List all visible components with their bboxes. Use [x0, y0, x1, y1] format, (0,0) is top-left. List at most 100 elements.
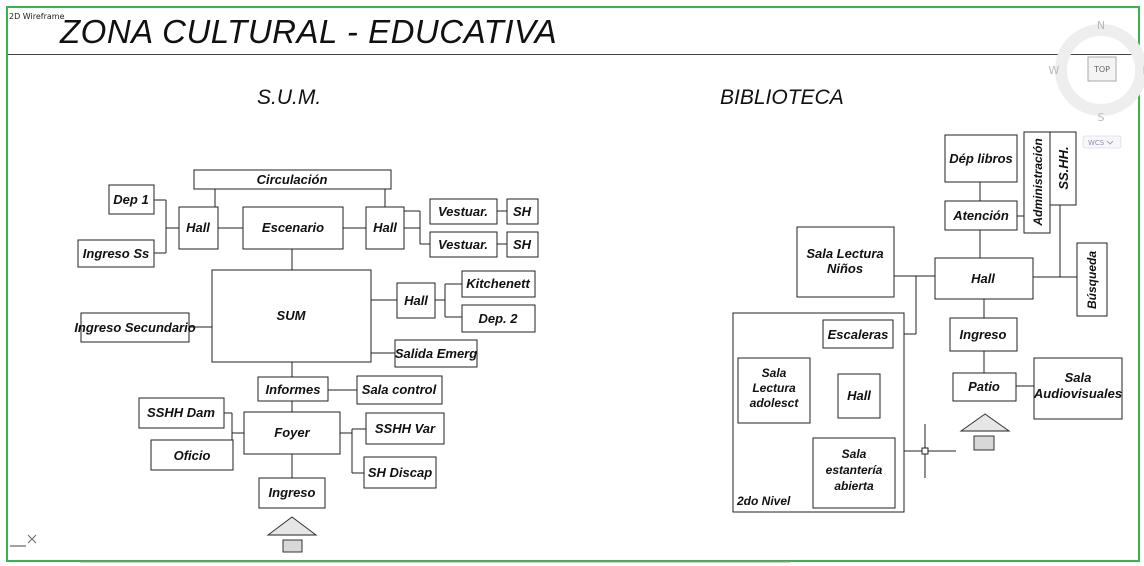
bib-node-sala-lectura-adolesct-label-3: adolesct: [750, 396, 800, 410]
sum-node-escenario-label: Escenario: [262, 220, 324, 235]
sum-node-sh-2[interactable]: SH: [506, 231, 539, 258]
bib-entrance-symbol: [959, 413, 1011, 451]
sum-node-sshh-dam-label: SSHH Dam: [147, 405, 215, 420]
bib-node-administracion[interactable]: Administración: [1023, 131, 1051, 234]
sum-node-hall-right-label: Hall: [373, 220, 397, 235]
sum-node-kitchenett[interactable]: Kitchenett: [461, 270, 536, 298]
bib-node-hall-2[interactable]: Hall: [837, 373, 881, 419]
sum-node-circulacion-label: Circulación: [257, 172, 328, 187]
bib-level-2-label: 2do Nivel: [736, 494, 791, 508]
sum-node-sh-2-label: SH: [513, 237, 532, 252]
bib-node-sala-lectura-ninos-label-1: Sala Lectura: [806, 246, 883, 261]
bib-node-sala-audiovisuales[interactable]: Sala Audiovisuales: [1033, 357, 1123, 420]
sum-node-vestuar-1-label: Vestuar.: [438, 204, 488, 219]
sum-node-hall-left-label: Hall: [186, 220, 210, 235]
bib-node-sshh[interactable]: SS.HH.: [1049, 131, 1077, 206]
bib-node-hall[interactable]: Hall: [934, 257, 1034, 300]
sum-node-sshh-var[interactable]: SSHH Var: [365, 412, 445, 445]
sum-node-hall-right[interactable]: Hall: [365, 206, 405, 250]
bib-node-sala-lectura-ninos[interactable]: Sala Lectura Niños: [796, 226, 895, 298]
wcs-menu-button[interactable]: WCS: [1082, 135, 1122, 149]
sum-node-sh-discap-label: SH Discap: [368, 465, 432, 480]
bib-node-sala-lectura-ninos-label-2: Niños: [827, 261, 863, 276]
sum-node-dep1-label: Dep 1: [113, 192, 148, 207]
bib-node-sala-audiovisuales-label-1: Sala: [1065, 370, 1092, 385]
bib-node-sala-lectura-adolesct-label-2: Lectura: [752, 381, 796, 395]
sum-node-vestuar-2-label: Vestuar.: [438, 237, 488, 252]
sum-node-ingreso[interactable]: Ingreso: [258, 477, 326, 509]
viewcube-top-label[interactable]: TOP: [1093, 65, 1110, 74]
sum-node-hall-left[interactable]: Hall: [178, 206, 219, 250]
sum-node-kitchenett-label: Kitchenett: [466, 276, 530, 291]
bib-node-ingreso[interactable]: Ingreso: [949, 317, 1018, 352]
bib-node-patio-label: Patio: [968, 379, 1000, 394]
sum-node-informes[interactable]: Informes: [257, 376, 329, 402]
bib-node-patio[interactable]: Patio: [952, 372, 1017, 402]
sum-node-salida-emerg-label: Salida Emerg: [395, 346, 477, 361]
sum-node-sum-label: SUM: [277, 308, 307, 323]
sum-node-sh-1[interactable]: SH: [506, 198, 539, 225]
ucs-icon: [10, 534, 37, 547]
sum-node-ingreso-secundario-label: Ingreso Secundario: [74, 320, 195, 335]
bib-node-busqueda[interactable]: Búsqueda: [1076, 242, 1108, 317]
bib-node-atencion[interactable]: Atención: [944, 200, 1018, 231]
sum-node-oficio[interactable]: Oficio: [150, 439, 234, 471]
sum-node-dep2-label: Dep. 2: [478, 311, 518, 326]
sum-node-sala-control[interactable]: Sala control: [356, 375, 443, 405]
bib-node-busqueda-label: Búsqueda: [1085, 251, 1099, 309]
sum-entrance-symbol: [266, 516, 318, 553]
wcs-chevron-down-icon: [1106, 140, 1114, 145]
bib-node-dep-libros-label: Dép libros: [949, 151, 1013, 166]
bib-cursor-crosshair: [921, 424, 929, 478]
sum-node-circulacion[interactable]: Circulación: [193, 169, 392, 190]
bib-node-administracion-label: Administración: [1031, 138, 1045, 226]
bib-node-sala-lectura-adolesct[interactable]: Sala Lectura adolesct: [737, 357, 811, 424]
sum-node-dep1[interactable]: Dep 1: [108, 184, 155, 215]
bib-node-hall-label: Hall: [971, 271, 995, 286]
sum-node-dep2[interactable]: Dep. 2: [461, 304, 536, 333]
sum-node-escenario[interactable]: Escenario: [242, 206, 344, 250]
viewport-border: [6, 6, 1140, 562]
bib-node-escaleras-label: Escaleras: [828, 327, 889, 342]
sum-node-sum[interactable]: SUM: [211, 269, 372, 363]
bib-node-sala-estanteria[interactable]: Sala estantería abierta: [812, 437, 896, 509]
drawing-title: ZONA CULTURAL - EDUCATIVA: [60, 13, 558, 50]
sum-node-sh-1-label: SH: [513, 204, 532, 219]
viewcube-north-label[interactable]: N: [1097, 19, 1105, 32]
title-underline: [8, 54, 1144, 55]
sum-node-oficio-label: Oficio: [174, 448, 211, 463]
sum-node-sshh-dam[interactable]: SSHH Dam: [138, 397, 225, 429]
sum-node-hall-sum[interactable]: Hall: [396, 282, 436, 319]
bib-node-sala-estanteria-label-3: abierta: [834, 479, 874, 493]
sum-node-informes-label: Informes: [266, 382, 321, 397]
viewcube-east-label[interactable]: E: [1143, 64, 1144, 77]
sum-connectors: [154, 189, 507, 478]
viewport-style-label[interactable]: 2D Wireframe: [8, 12, 66, 21]
sum-node-ingreso-ss[interactable]: Ingreso Ss: [77, 239, 155, 268]
sum-node-ingreso-label: Ingreso: [269, 485, 316, 500]
sum-node-salida-emerg[interactable]: Salida Emerg: [394, 339, 478, 368]
viewcube-south-label[interactable]: S: [1098, 111, 1105, 124]
sum-node-ingreso-ss-label: Ingreso Ss: [83, 246, 149, 261]
sum-node-foyer-label: Foyer: [274, 425, 310, 440]
wcs-label: WCS: [1088, 139, 1105, 147]
biblioteca-section-title: BIBLIOTECA: [720, 86, 844, 109]
viewcube-top-face[interactable]: [1087, 56, 1117, 82]
viewcube-west-label[interactable]: W: [1049, 64, 1060, 77]
sum-node-hall-sum-label: Hall: [404, 293, 428, 308]
bib-node-hall-2-label: Hall: [847, 388, 871, 403]
viewcube[interactable]: N S W E TOP: [1049, 19, 1144, 124]
bib-node-sala-estanteria-label-2: estantería: [826, 463, 883, 477]
sum-node-vestuar-1[interactable]: Vestuar.: [429, 198, 498, 225]
bib-node-dep-libros[interactable]: Dép libros: [944, 134, 1018, 183]
bib-node-escaleras[interactable]: Escaleras: [822, 319, 894, 349]
sum-node-foyer[interactable]: Foyer: [243, 411, 341, 455]
sum-node-ingreso-secundario[interactable]: Ingreso Secundario: [74, 312, 196, 343]
sum-section-title: S.U.M.: [257, 86, 322, 109]
sum-node-sh-discap[interactable]: SH Discap: [363, 456, 437, 489]
sum-node-vestuar-2[interactable]: Vestuar.: [429, 231, 498, 258]
bib-node-atencion-label: Atención: [952, 208, 1009, 223]
bib-node-sshh-label: SS.HH.: [1056, 146, 1071, 189]
